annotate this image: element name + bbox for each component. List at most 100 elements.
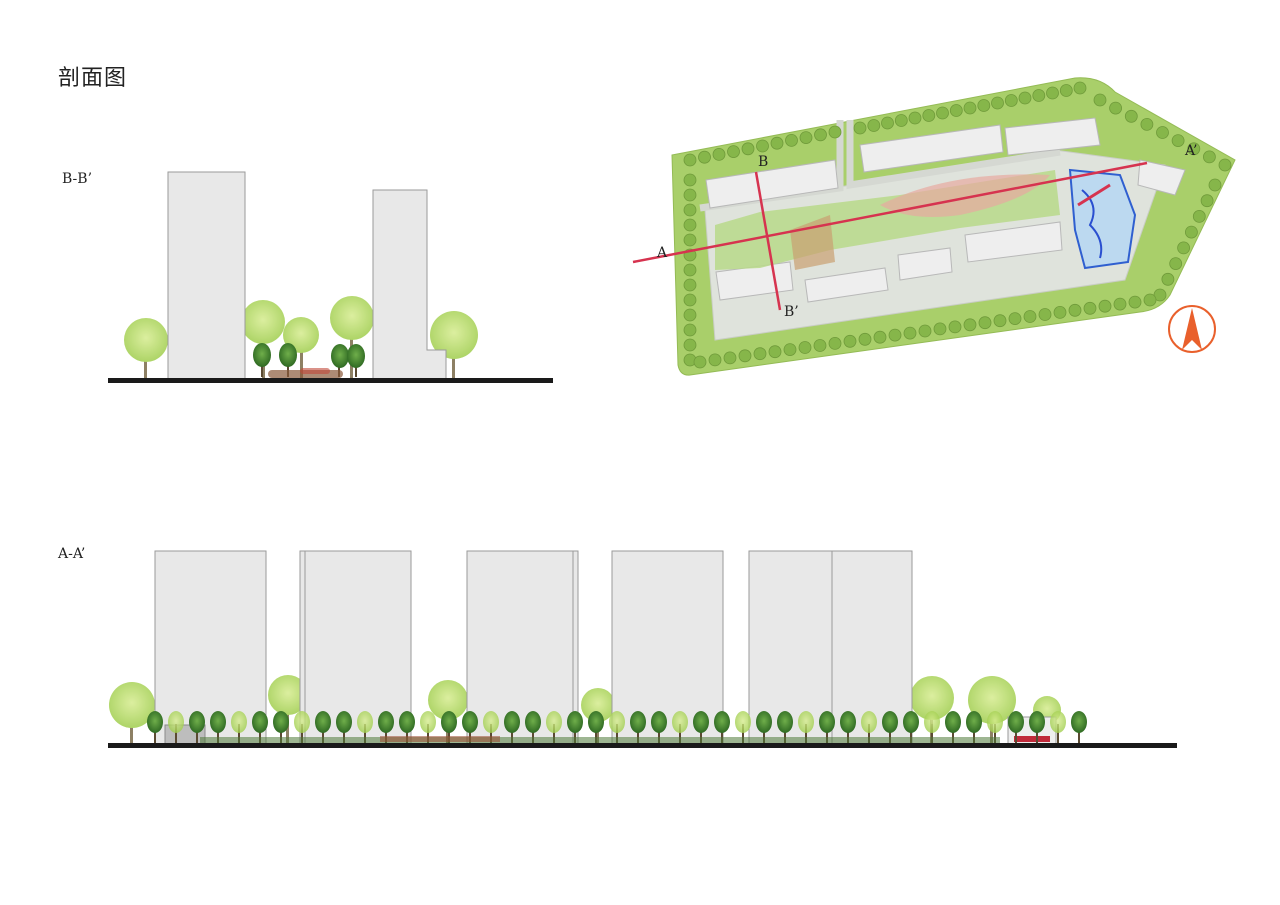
plan-tree xyxy=(799,131,813,145)
plan-tree xyxy=(963,101,977,115)
plan-tree xyxy=(683,323,697,337)
aa-tree xyxy=(903,711,919,743)
aa-building-2 xyxy=(299,550,412,745)
aa-tree xyxy=(378,711,394,743)
bb-building-left xyxy=(167,171,246,380)
aa-tree xyxy=(1071,711,1087,743)
plan-tree xyxy=(918,324,932,338)
aa-tree-group-front xyxy=(147,711,1087,743)
plan-tree xyxy=(936,106,949,120)
plan-label-b-prime: B’ xyxy=(784,304,799,320)
plan-label-a: A xyxy=(657,245,668,261)
aa-tree xyxy=(336,711,352,743)
aa-tree xyxy=(840,711,856,743)
aa-tree xyxy=(483,711,499,743)
plan-tree xyxy=(903,326,917,340)
plan-tree xyxy=(708,353,722,367)
plan-tree xyxy=(813,339,827,352)
plan-tree xyxy=(683,188,697,202)
bb-ground-line xyxy=(108,378,553,383)
aa-tree xyxy=(987,711,1003,743)
plan-tree xyxy=(948,320,962,334)
plan-tree xyxy=(683,308,697,322)
plan-label-a-prime: A’ xyxy=(1185,143,1198,159)
plan-tree xyxy=(770,136,784,150)
bb-tree xyxy=(253,343,271,377)
plan-tree xyxy=(683,338,697,352)
plan-tree xyxy=(1073,81,1087,95)
plan-tree xyxy=(1032,89,1046,102)
plan-tree xyxy=(1208,178,1222,192)
plan-tree xyxy=(1177,241,1190,255)
aa-tree xyxy=(210,711,226,743)
plan-tree xyxy=(933,322,947,336)
aa-tree xyxy=(882,711,898,743)
plan-tree xyxy=(1068,303,1082,317)
plan-tree xyxy=(1192,209,1206,223)
plan-tree xyxy=(1143,293,1157,307)
plan-tree xyxy=(867,119,881,132)
aa-tree xyxy=(1008,711,1024,743)
plan-tree xyxy=(1128,295,1142,309)
bb-tree xyxy=(279,343,297,377)
plan-tree xyxy=(756,139,769,153)
plan-tree xyxy=(828,336,842,350)
plan-tree xyxy=(1109,101,1122,115)
site-plan-trees xyxy=(683,81,1232,369)
plan-tree xyxy=(698,150,711,164)
plan-tree xyxy=(1113,297,1127,311)
aa-tree xyxy=(420,711,436,743)
section-line-aa xyxy=(632,161,1148,264)
plan-tree xyxy=(741,142,755,156)
plan-tree xyxy=(727,145,740,159)
aa-tree xyxy=(399,711,415,743)
aa-tree xyxy=(462,711,478,743)
aa-tree xyxy=(252,711,268,743)
plan-tree xyxy=(1185,225,1198,239)
aa-tree xyxy=(651,711,667,743)
plan-tree xyxy=(873,330,887,344)
aa-tree xyxy=(672,711,688,743)
aa-tree xyxy=(147,711,163,743)
aa-tree xyxy=(819,711,835,743)
aa-tree xyxy=(735,711,751,743)
plan-tree xyxy=(978,316,992,330)
plan-tree xyxy=(1053,305,1067,319)
plan-tree xyxy=(683,173,697,187)
plan-tree xyxy=(1140,118,1154,131)
plan-tree xyxy=(683,278,697,292)
plan-tree xyxy=(683,233,697,247)
plan-tree xyxy=(1203,150,1216,164)
aa-building-5 xyxy=(748,550,913,745)
plan-tree xyxy=(1059,84,1073,97)
plan-tree xyxy=(1038,308,1052,321)
plan-tree xyxy=(683,263,697,277)
plan-tree xyxy=(991,96,1004,110)
aa-tree xyxy=(714,711,730,743)
plan-tree xyxy=(1124,109,1138,123)
plan-tree xyxy=(1008,312,1022,326)
aa-tree xyxy=(109,682,155,744)
plan-tree xyxy=(1023,310,1037,323)
plan-tree xyxy=(1156,126,1169,139)
plan-tree xyxy=(683,203,697,217)
aa-tree xyxy=(609,711,625,743)
plan-tree xyxy=(785,133,798,147)
plan-tree xyxy=(881,116,894,130)
aa-tree xyxy=(588,711,604,743)
aa-tree xyxy=(441,711,457,743)
page-title: 剖面图 xyxy=(58,66,128,91)
plan-tree xyxy=(1171,134,1185,148)
aa-tree xyxy=(525,711,541,743)
plan-label-b: B xyxy=(758,154,769,170)
plan-tree xyxy=(768,345,782,359)
plan-tree xyxy=(1004,94,1018,107)
aa-tree xyxy=(189,711,205,743)
plan-tree xyxy=(1200,194,1214,208)
aa-building-4 xyxy=(611,550,724,745)
plan-tree xyxy=(977,99,991,112)
aa-tree xyxy=(546,711,562,743)
aa-tree xyxy=(630,711,646,743)
aa-tree xyxy=(567,711,583,743)
